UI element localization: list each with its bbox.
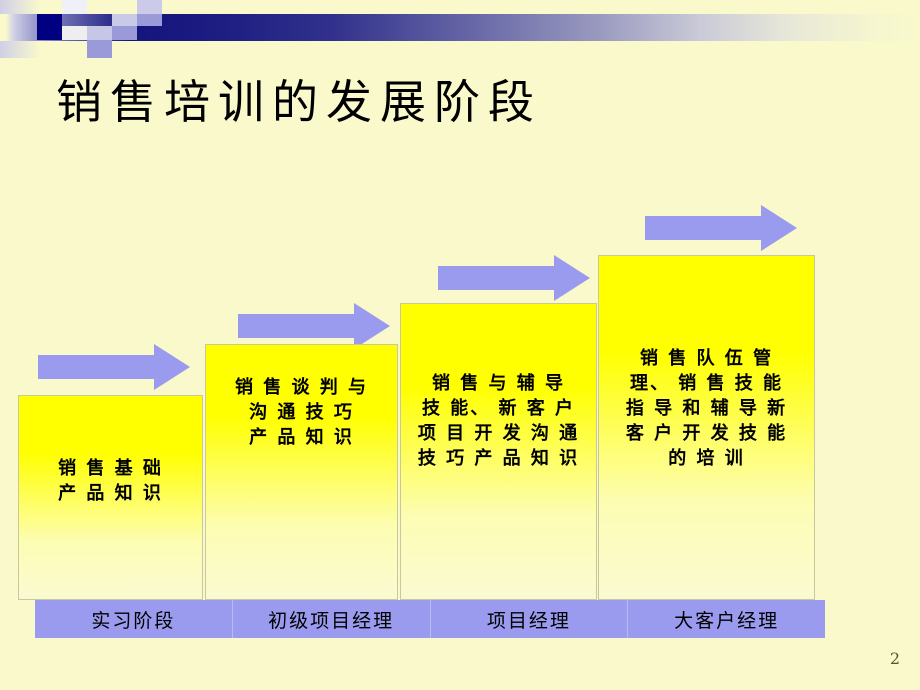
header-square-decoration bbox=[37, 26, 62, 40]
stage-label-cell-4: 大客户经理 bbox=[674, 609, 780, 632]
header-square-decoration bbox=[137, 0, 162, 14]
stage-block-text: 销 售 基 础 产 品 知 识 bbox=[58, 458, 163, 504]
progress-arrow-icon bbox=[38, 344, 190, 390]
arrow-head bbox=[554, 255, 590, 301]
header-square-decoration bbox=[62, 0, 87, 14]
header-square-decoration bbox=[137, 14, 162, 26]
arrow-head bbox=[154, 344, 190, 390]
stage-label-bar: 实习阶段 初级项目经理 项目经理 大客户经理 bbox=[35, 600, 825, 638]
stage-block-1: 销 售 基 础 产 品 知 识 bbox=[18, 395, 203, 600]
stage-block-text: 销 售 队 伍 管 理、 销 售 技 能 指 导 和 辅 导 新 客 户 开 发… bbox=[625, 348, 788, 469]
stage-block-text: 销 售 谈 判 与 沟 通 技 巧 产 品 知 识 bbox=[234, 377, 369, 448]
arrow-shaft bbox=[645, 216, 761, 240]
arrow-shaft bbox=[38, 355, 154, 379]
arrow-head bbox=[354, 303, 390, 349]
header-square-decoration bbox=[112, 14, 137, 26]
header-square-decoration bbox=[112, 26, 137, 40]
stage-block-2: 销 售 谈 判 与 沟 通 技 巧 产 品 知 识 bbox=[205, 344, 398, 600]
stage-block-3: 销 售 与 辅 导 技 能、 新 客 户 项 目 开 发 沟 通 技 巧 产 品… bbox=[400, 303, 597, 600]
header-square-decoration bbox=[62, 26, 87, 40]
header-square-decoration bbox=[87, 40, 112, 58]
stage-label-cell-3: 项目经理 bbox=[431, 600, 629, 638]
stage-block-text: 销 售 与 辅 导 技 能、 新 客 户 项 目 开 发 沟 通 技 巧 产 品… bbox=[417, 373, 580, 469]
header-square-decoration bbox=[37, 14, 62, 26]
arrow-head bbox=[761, 205, 797, 251]
progress-arrow-icon bbox=[238, 303, 390, 349]
header-square-decoration bbox=[87, 26, 112, 40]
arrow-shaft bbox=[438, 266, 554, 290]
page-title: 销售培训的发展阶段 bbox=[56, 75, 542, 129]
arrow-shaft bbox=[238, 314, 354, 338]
stage-label-cell-2: 初级项目经理 bbox=[233, 600, 431, 638]
progress-arrow-icon bbox=[645, 205, 797, 251]
progress-arrow-icon bbox=[438, 255, 590, 301]
stage-block-4: 销 售 队 伍 管 理、 销 售 技 能 指 导 和 辅 导 新 客 户 开 发… bbox=[598, 255, 815, 600]
page-number: 2 bbox=[889, 649, 900, 668]
stage-label-cell-1: 实习阶段 bbox=[35, 600, 233, 638]
